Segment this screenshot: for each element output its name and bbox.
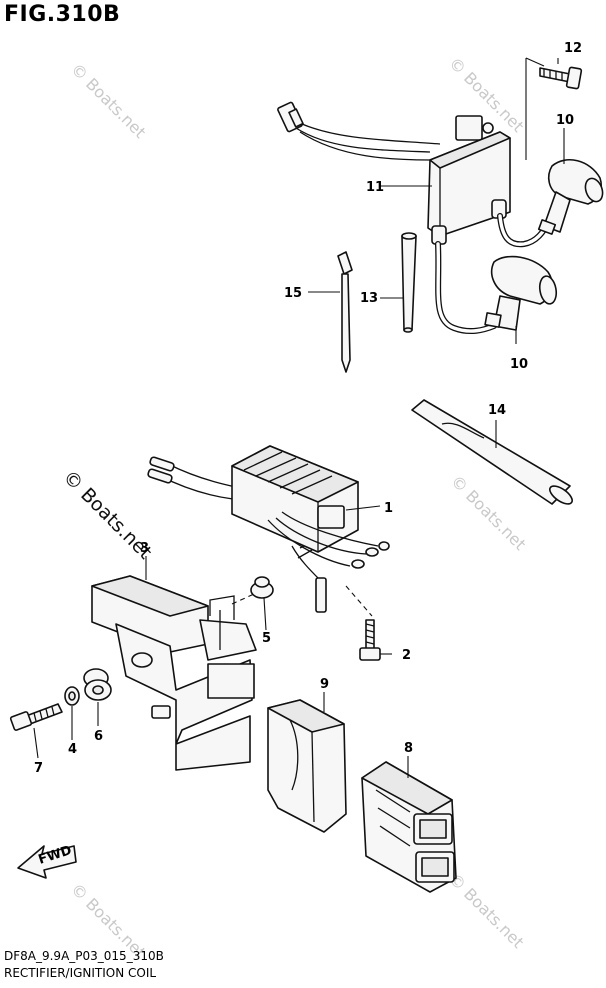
watermark-text: © Boats.net	[67, 59, 149, 141]
callout-2: 2	[402, 648, 411, 663]
bolt-12	[539, 66, 583, 90]
figure-title: FIG.310B	[4, 2, 121, 27]
callout-10-lower: 10	[510, 357, 528, 372]
cable-tie-15	[337, 251, 353, 373]
grommet-5	[250, 576, 274, 599]
callout-numbers: 1 2 3 4 5 6 7 8 9 10 10 11 12 13 14 15	[34, 41, 582, 776]
callout-9: 9	[320, 677, 329, 692]
callout-10-upper: 10	[556, 113, 574, 128]
rectifier-part	[147, 445, 390, 613]
grommet-6	[83, 668, 112, 701]
callout-15: 15	[284, 286, 302, 301]
callout-12: 12	[564, 41, 582, 56]
bolt-7	[9, 703, 63, 731]
bracket-3	[91, 575, 257, 771]
callout-14: 14	[488, 403, 506, 418]
fwd-arrow-icon: FWD	[17, 843, 77, 879]
callout-1: 1	[384, 501, 393, 516]
model-code: DF8A_9.9A_P03_015_310B	[4, 949, 164, 963]
leader-lines	[33, 58, 565, 778]
sleeve-13	[401, 232, 417, 333]
callout-5: 5	[262, 631, 271, 646]
figure-footer: DF8A_9.9A_P03_015_310B RECTIFIER/IGNITIO…	[4, 948, 164, 982]
callout-6: 6	[94, 729, 103, 744]
cover-9	[267, 699, 347, 833]
watermark-text: © Boats.net	[447, 471, 529, 553]
callout-13: 13	[360, 291, 378, 306]
ignition-coil-part	[277, 101, 511, 245]
callout-8: 8	[404, 741, 413, 756]
spark-plug-cap-lower	[484, 255, 558, 331]
figure-caption: RECTIFIER/IGNITION COIL	[4, 966, 157, 980]
washer-4	[64, 686, 80, 706]
callout-7: 7	[34, 761, 43, 776]
callout-3: 3	[140, 541, 149, 556]
callout-11: 11	[366, 180, 384, 195]
watermark-text: © Boats.net	[445, 869, 527, 951]
holder-8	[361, 761, 457, 893]
callout-4: 4	[68, 742, 77, 757]
bolt-2	[359, 619, 381, 661]
spark-plug-cap-upper	[537, 158, 604, 235]
protector-tube-14	[411, 399, 573, 505]
